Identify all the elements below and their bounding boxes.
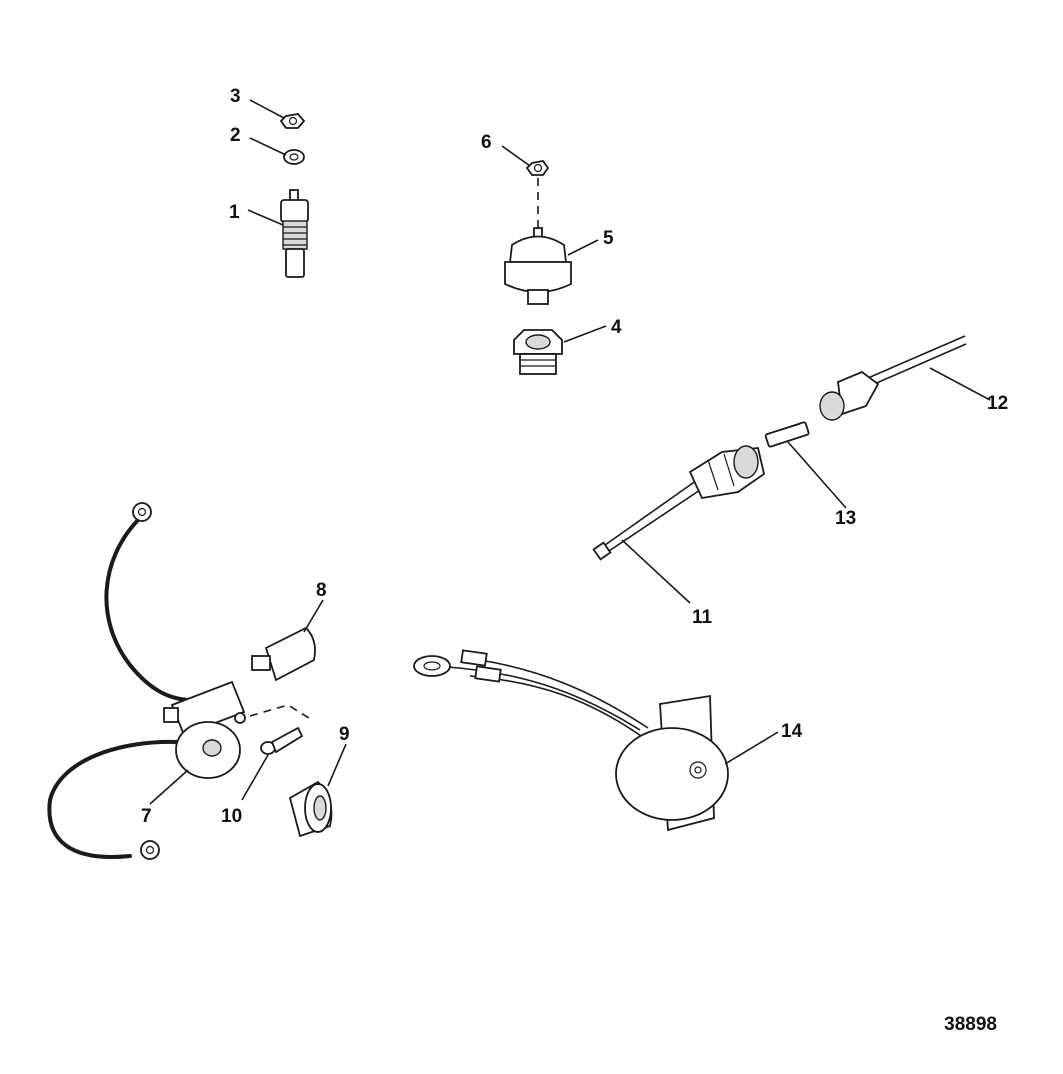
leader-3 — [249, 99, 285, 119]
callout-10: 10 — [221, 806, 242, 827]
callout-8: 8 — [316, 580, 327, 601]
part-8-component — [251, 626, 316, 682]
leader-1 — [247, 209, 284, 226]
part-12-connector-lead — [819, 335, 967, 421]
part-3-nut — [279, 113, 306, 129]
callout-7: 7 — [141, 806, 152, 827]
leader-12 — [929, 367, 991, 401]
callout-4: 4 — [611, 317, 622, 338]
callout-2: 2 — [230, 125, 241, 146]
callout-6: 6 — [481, 132, 492, 153]
callout-5: 5 — [603, 228, 614, 249]
leader-2 — [249, 137, 287, 156]
leader-lines — [149, 99, 991, 805]
callout-14: 14 — [781, 721, 803, 742]
part-4-adapter — [513, 329, 563, 375]
part-7-assembly — [47, 502, 246, 860]
leader-6 — [501, 145, 531, 167]
part-14-sensor — [413, 649, 729, 832]
part-2-washer — [283, 149, 305, 165]
part-6-nut — [525, 160, 550, 228]
leader-13 — [787, 441, 847, 509]
callout-3: 3 — [230, 86, 241, 107]
callout-13: 13 — [835, 508, 856, 529]
figure-number: 38898 — [944, 1014, 997, 1035]
part-10-screw — [249, 704, 313, 755]
leader-7 — [149, 769, 189, 805]
leader-4 — [563, 325, 607, 343]
leader-11 — [621, 539, 691, 604]
leader-5 — [567, 239, 599, 256]
callout-11: 11 — [692, 607, 713, 628]
part-5-pressure-switch — [504, 227, 572, 305]
part-1-sender — [280, 189, 309, 278]
callout-12: 12 — [987, 393, 1008, 414]
leader-8 — [303, 599, 324, 633]
callout-9: 9 — [339, 724, 350, 745]
leader-14 — [724, 731, 779, 765]
leader-9 — [327, 743, 347, 787]
part-13-fuse — [764, 421, 810, 448]
callout-labels: 3 2 1 6 5 4 12 13 11 8 9 10 7 14 — [141, 86, 1008, 827]
leader-10 — [241, 754, 269, 801]
callout-1: 1 — [229, 202, 240, 223]
part-9-cap — [288, 780, 333, 838]
part-11-fuse-holder-lead — [592, 445, 766, 561]
